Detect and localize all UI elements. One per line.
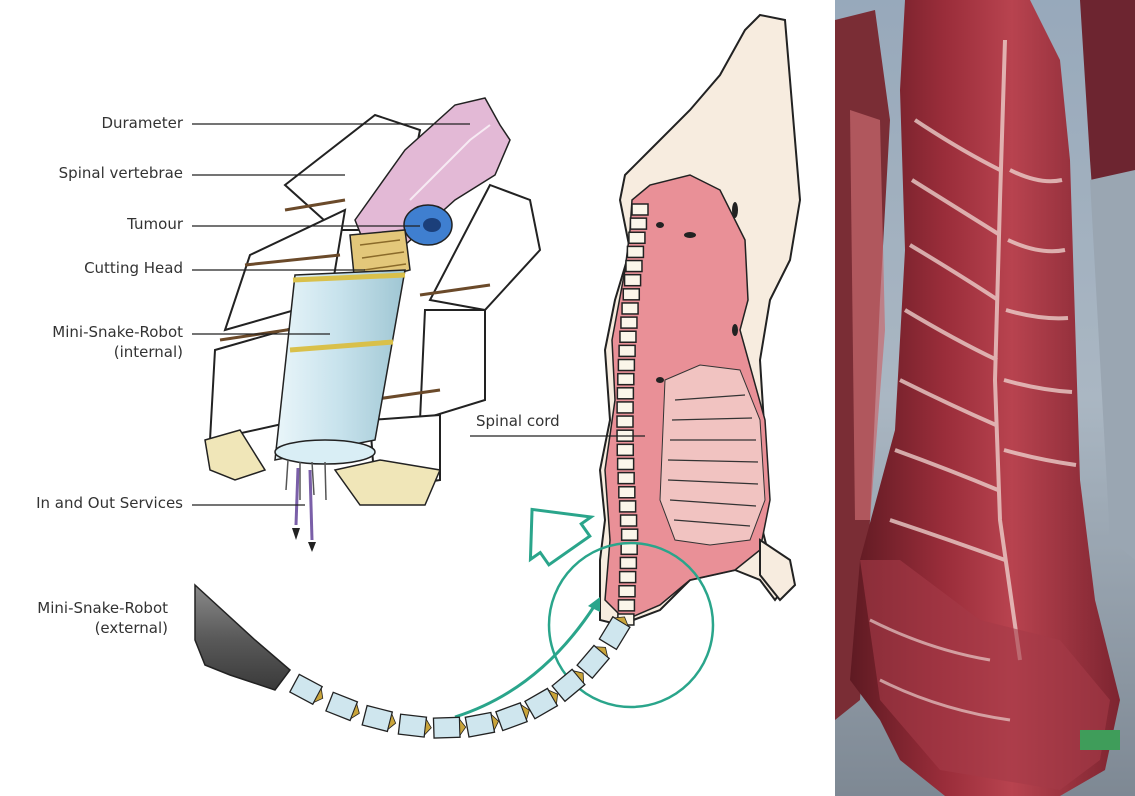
label-spinal-vertebrae: Spinal vertebrae — [20, 164, 183, 182]
label-cutting-head: Cutting Head — [20, 259, 183, 277]
label-robot-internal-line2: (internal) — [20, 342, 183, 362]
vertebra-segment — [623, 289, 639, 300]
vertebra-segment — [617, 416, 633, 427]
vertebra-segment — [617, 388, 633, 399]
robot-segments — [290, 612, 633, 738]
vertebra-segment — [620, 501, 636, 512]
vertebra-segment — [617, 444, 633, 455]
robot-segment — [290, 674, 328, 707]
vertebra-segment — [618, 600, 634, 611]
label-robot-internal: Mini-Snake-Robot (internal) — [20, 322, 183, 362]
label-services: In and Out Services — [0, 494, 183, 512]
robot-segment — [433, 717, 466, 738]
vertebra-segment — [618, 360, 634, 371]
label-durameter: Durameter — [20, 114, 183, 132]
vertebra-segment — [630, 218, 646, 229]
vertebra-segment — [619, 487, 635, 498]
vertebra-segment — [620, 557, 636, 568]
vertebra-segment — [621, 515, 637, 526]
vertebrae-cutaway — [205, 98, 540, 552]
label-robot-internal-line1: Mini-Snake-Robot — [20, 322, 183, 342]
vertebra-segment — [622, 529, 638, 540]
vertebra-segment — [620, 331, 636, 342]
robot-segment — [326, 692, 363, 722]
vertebra-segment — [622, 303, 638, 314]
vertebra-segment — [617, 402, 633, 413]
label-robot-external-line1: Mini-Snake-Robot — [0, 598, 168, 618]
vertebra-segment — [618, 473, 634, 484]
robot-segment — [398, 714, 432, 738]
label-robot-external: Mini-Snake-Robot (external) — [0, 598, 168, 638]
robot-segment — [465, 711, 500, 737]
vertebra-segment — [629, 232, 645, 243]
carcass-illustration — [600, 15, 800, 625]
label-robot-external-line2: (external) — [0, 618, 168, 638]
vertebra-segment — [618, 374, 634, 385]
vertebra-segment — [626, 261, 642, 272]
vertebra-segment — [625, 275, 641, 286]
vertebra-segment — [621, 317, 637, 328]
vertebra-segment — [632, 204, 648, 215]
robot-external — [195, 585, 633, 738]
vertebra-segment — [619, 586, 635, 597]
carcass-photo — [835, 0, 1135, 796]
vertebra-segment — [620, 572, 636, 583]
robot-segment — [362, 706, 398, 733]
vertebra-segment — [627, 246, 643, 257]
vertebra-segment — [618, 458, 634, 469]
label-tumour: Tumour — [20, 215, 183, 233]
vertebra-segment — [621, 543, 637, 554]
vertebra-segment — [619, 345, 635, 356]
label-spinal-cord: Spinal cord — [476, 412, 560, 430]
